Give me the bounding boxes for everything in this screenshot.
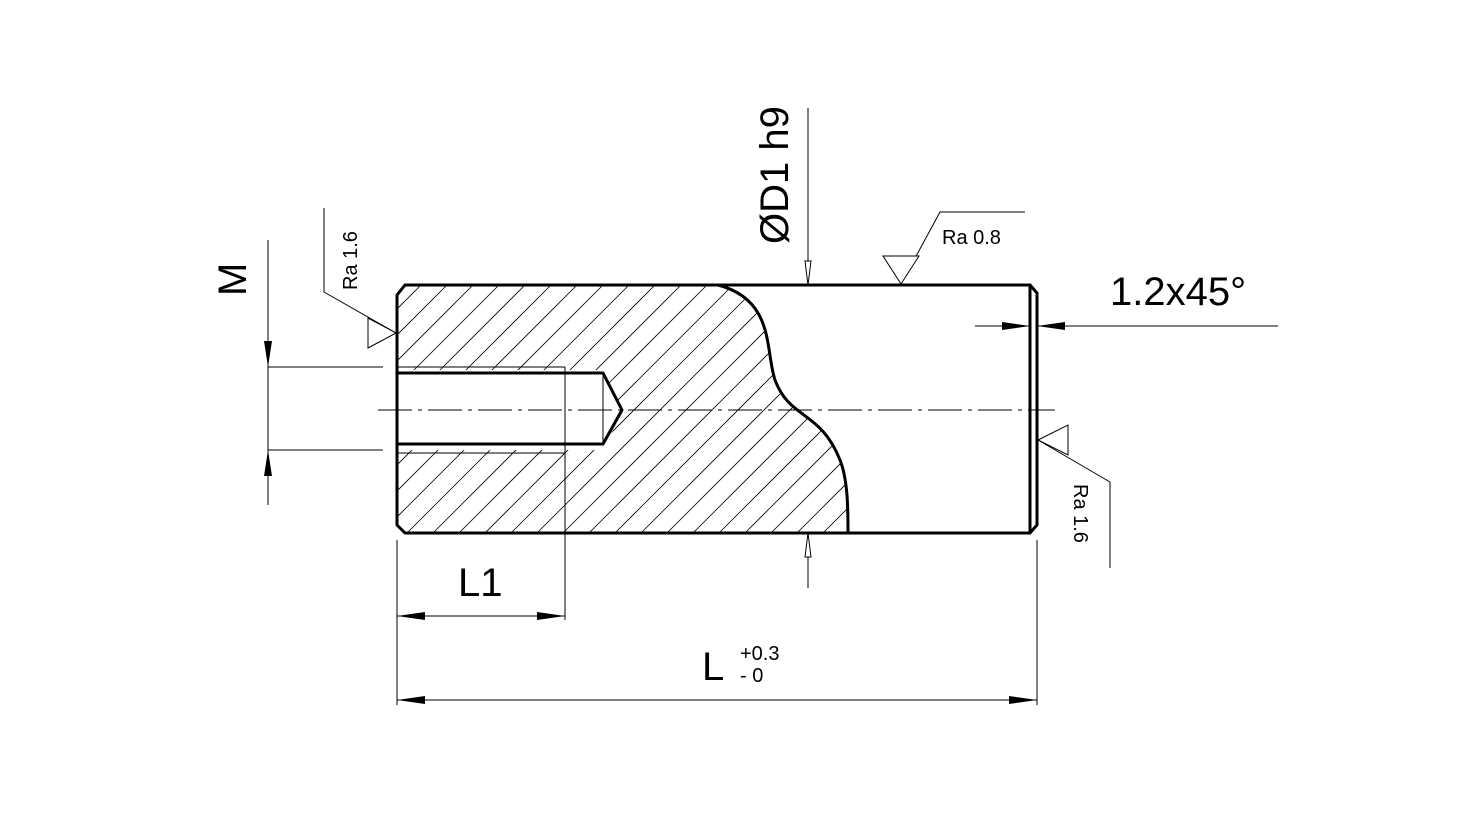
dimension-l1: L1	[397, 453, 566, 620]
length-tolerance-upper: +0.3	[740, 643, 779, 665]
section-break-line	[716, 283, 850, 535]
hatch-line	[58, 250, 378, 570]
hatch-line	[397, 285, 405, 533]
dimension-thread: M	[211, 240, 383, 505]
thread-outline	[397, 366, 566, 454]
diameter-label: ØD1 h9	[753, 106, 797, 244]
l1-label: L1	[458, 561, 503, 605]
hatch-line	[397, 285, 535, 533]
hatch-line	[397, 285, 483, 533]
surface-finish-top-label: Ra 0.8	[942, 227, 1001, 249]
dimension-length: L +0.3 - 0	[396, 540, 1038, 705]
length-tolerance-lower: - 0	[740, 665, 763, 687]
hatch-line	[603, 285, 848, 533]
hatch-line	[759, 285, 848, 533]
dimension-chamfer: 1.2x45°	[975, 270, 1278, 330]
hatch-line	[733, 285, 848, 533]
hatch-line	[397, 285, 509, 533]
surface-finish-right-label: Ra 1.6	[1069, 484, 1091, 543]
part-body-outline	[395, 283, 1039, 535]
surface-finish-right: Ra 1.6	[1036, 424, 1111, 568]
hatch-line	[6, 250, 326, 570]
dimension-diameter: ØD1 h9	[753, 106, 812, 588]
hatch-line	[397, 285, 457, 533]
hatch-line	[707, 285, 848, 533]
surface-finish-left-label: Ra 1.6	[340, 231, 362, 290]
thread-label: M	[211, 263, 255, 296]
hatch-line	[0, 250, 300, 570]
length-label: L	[702, 645, 724, 689]
chamfer-label: 1.2x45°	[1110, 270, 1246, 314]
hatch-line	[32, 250, 352, 570]
tapped-hole	[395, 371, 624, 446]
surface-finish-top: Ra 0.8	[882, 211, 1025, 285]
surface-finish-left: Ra 1.6	[323, 208, 398, 349]
hatch-line	[785, 285, 848, 533]
